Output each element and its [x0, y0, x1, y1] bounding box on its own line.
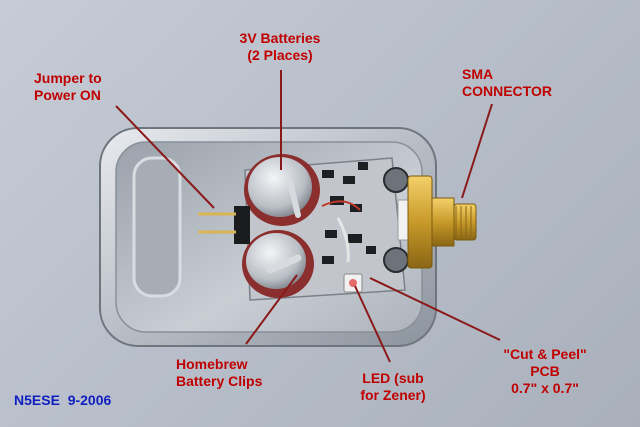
label-led-line1: LED (sub [362, 370, 424, 386]
label-sma-line2: CONNECTOR [462, 83, 552, 99]
label-led-line2: for Zener) [360, 387, 426, 403]
label-pcb-line3: 0.7" x 0.7" [511, 380, 579, 396]
tin-recess [132, 156, 182, 298]
label-jumper-line1: Jumper to [34, 70, 102, 86]
label-clips: Homebrew Battery Clips [176, 356, 286, 390]
label-batteries-line1: 3V Batteries [239, 30, 321, 46]
label-sma-line1: SMA [462, 66, 494, 82]
label-clips-line2: Battery Clips [176, 373, 263, 389]
label-jumper-line2: Power ON [34, 87, 101, 103]
label-sma: SMA CONNECTOR [462, 66, 572, 100]
jumper-header [234, 206, 250, 244]
label-led: LED (sub for Zener) [348, 370, 438, 404]
label-clips-line1: Homebrew [176, 356, 248, 372]
label-pcb: "Cut & Peel" PCB 0.7" x 0.7" [490, 346, 600, 397]
label-batteries: 3V Batteries (2 Places) [220, 30, 340, 64]
label-jumper: Jumper to Power ON [34, 70, 124, 104]
label-batteries-line2: (2 Places) [247, 47, 313, 63]
label-pcb-line2: PCB [530, 363, 560, 379]
label-pcb-line1: "Cut & Peel" [503, 346, 587, 362]
sma-connector [407, 175, 477, 269]
credit-text: N5ESE 9-2006 [14, 392, 112, 408]
